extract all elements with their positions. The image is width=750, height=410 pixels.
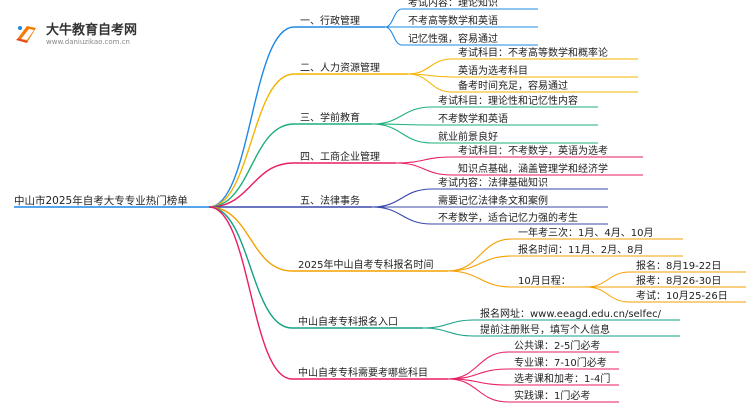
branch-connector (208, 206, 293, 272)
leaf-label[interactable]: 考试内容：理论知识 (408, 0, 498, 9)
leaf-label[interactable]: 公共课：2-5门必考 (514, 339, 600, 352)
leaf-connector (447, 270, 513, 288)
branch-label[interactable]: 三、学前教育 (300, 111, 360, 124)
subleaf-label[interactable]: 考试：10月25-26日 (636, 289, 728, 302)
branch-label[interactable]: 四、工商企业管理 (300, 150, 380, 163)
branch-connector (208, 26, 295, 208)
leaf-label[interactable]: 考试科目：理论性和记忆性内容 (438, 94, 578, 107)
leaf-connector (395, 156, 453, 164)
leaf-label[interactable]: 实践课：1门必考 (514, 389, 590, 402)
leaf-connector (447, 351, 509, 380)
leaf-label[interactable]: 10月日程： (518, 275, 571, 287)
leaf-connector (384, 8, 403, 28)
branch-label[interactable]: 一、行政管理 (300, 14, 360, 27)
branch-connector (208, 206, 293, 329)
subleaf-connector (585, 286, 631, 303)
logo-url: www.daniuzikao.com.cn (46, 38, 130, 46)
leaf-label[interactable]: 报名时间：11月、2月、8月 (518, 243, 643, 256)
leaf-label[interactable]: 就业前景良好 (438, 130, 498, 143)
root-label[interactable]: 中山市2025年自考大专专业热门榜单 (14, 194, 188, 207)
subleaf-label[interactable]: 报考：8月26-30日 (636, 274, 721, 287)
leaf-connector (371, 188, 433, 208)
leaf-connector (384, 26, 403, 46)
branch-connector (208, 123, 295, 208)
site-logo[interactable]: 大牛教育自考网 www.daniuzikao.com.cn (10, 14, 160, 48)
leaf-connector (447, 378, 509, 403)
book-icon (16, 26, 36, 43)
leaf-label[interactable]: 专业课：7-10门必考 (514, 356, 607, 369)
leaf-label[interactable]: 知识点基础，涵盖管理学和经济学 (458, 162, 608, 175)
branch-label[interactable]: 中山自考专科需要考哪些科目 (298, 366, 428, 379)
branch-label[interactable]: 二、人力资源管理 (300, 61, 380, 74)
leaf-label[interactable]: 不考数学和英语 (438, 112, 508, 125)
leaf-connector (371, 123, 433, 144)
branch-connector (208, 73, 295, 208)
leaf-connector (395, 162, 453, 176)
branch-label[interactable]: 五、法律事务 (300, 194, 360, 207)
leaf-label[interactable]: 一年考三次：1月、4月、10月 (518, 226, 653, 239)
branch-connector (208, 206, 293, 380)
leaf-connector (407, 73, 453, 93)
leaf-connector (407, 58, 453, 75)
subleaf-label[interactable]: 报名：8月19-22日 (636, 259, 721, 272)
leaf-label[interactable]: 不考数学，适合记忆力强的考生 (438, 211, 578, 224)
leaf-label[interactable]: 选考课和加考：1-4门 (514, 372, 610, 385)
leaf-connector (422, 327, 475, 337)
leaf-connector (422, 319, 475, 329)
leaf-label[interactable]: 提前注册账号，填写个人信息 (480, 323, 610, 336)
leaf-label[interactable]: 报名网址：www.eeagd.edu.cn/selfec/ (480, 307, 662, 320)
leaf-label[interactable]: 需要记忆法律条文和案例 (438, 194, 548, 207)
leaf-connector (371, 106, 433, 125)
leaf-connector (447, 255, 513, 272)
subleaf-connector (585, 271, 631, 288)
leaf-label[interactable]: 考试科目：不考高等数学和概率论 (458, 46, 608, 59)
branch-label[interactable]: 中山自考专科报名入口 (298, 315, 398, 328)
leaf-connector (447, 238, 513, 272)
branch-label[interactable]: 2025年中山自考专科报名时间 (298, 258, 433, 271)
leaf-connector (371, 206, 433, 225)
root-node[interactable]: 中山市2025年自考大专专业热门榜单 (14, 194, 188, 207)
leaf-label[interactable]: 记忆性强，容易通过 (408, 32, 498, 45)
leaf-label[interactable]: 不考高等数学和英语 (408, 14, 498, 27)
leaf-label[interactable]: 备考时间充足，容易通过 (458, 79, 568, 92)
leaf-label[interactable]: 英语为选考科目 (458, 64, 528, 77)
leaf-label[interactable]: 考试科目：不考数学，英语为选考 (458, 144, 608, 157)
leaf-label[interactable]: 考试内容：法律基础知识 (438, 176, 548, 189)
logo-title: 大牛教育自考网 (46, 23, 138, 38)
branch-connector (208, 162, 295, 208)
